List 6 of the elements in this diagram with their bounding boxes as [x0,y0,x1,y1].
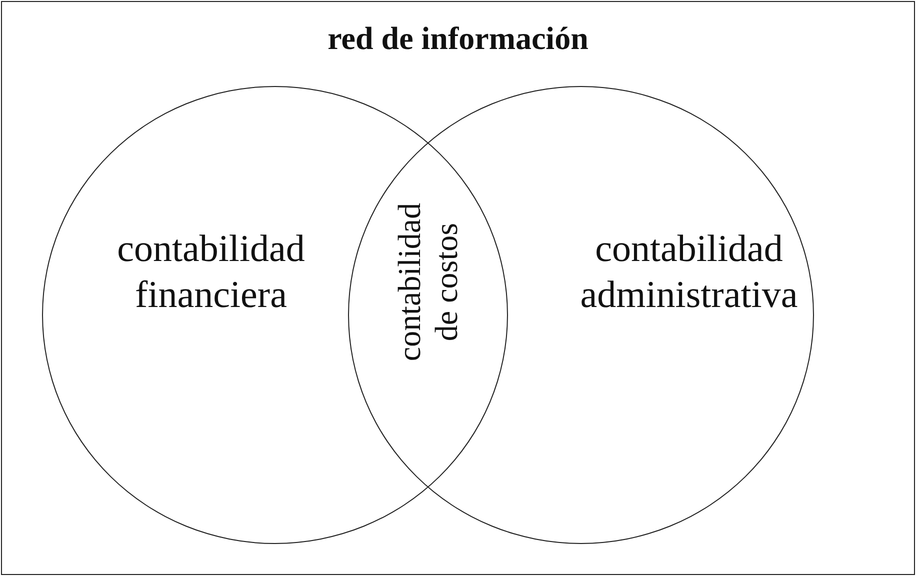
intersection-label: contabilidad de costos [391,202,465,364]
circle-label: contabilidad administrativa [579,227,799,318]
venn-circle [42,86,508,544]
circle-label: contabilidad financiera [116,227,306,318]
venn-circle [348,86,814,544]
title: red de información [326,20,590,57]
